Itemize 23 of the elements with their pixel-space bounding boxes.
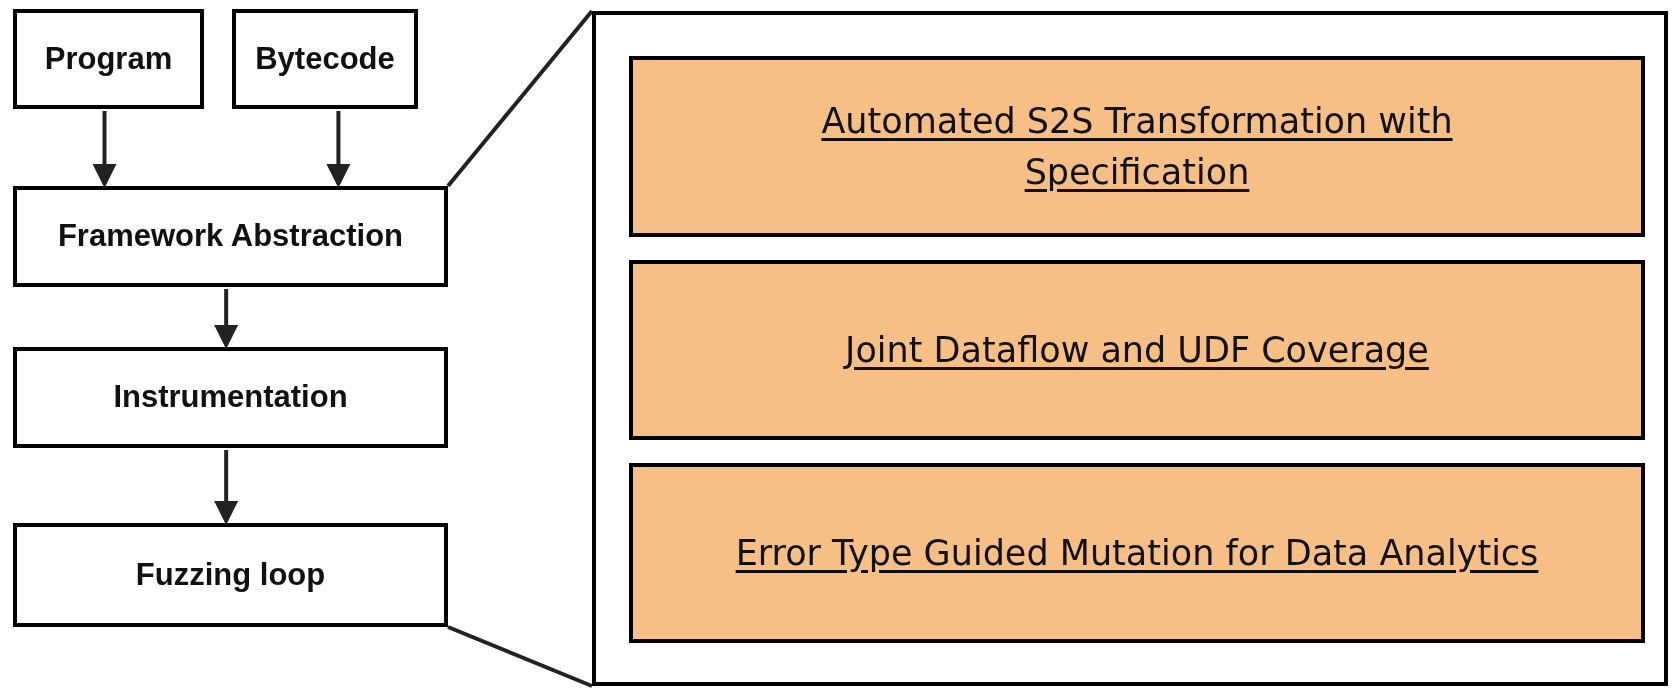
feature-box — [629, 56, 1645, 237]
process-box — [13, 347, 448, 448]
feature-label: Automated S2S Transformation with Specification — [820, 99, 1454, 194]
process-label: Instrumentation — [113, 378, 348, 417]
feature-label: Joint Dataflow and UDF Coverage — [842, 328, 1430, 372]
arrow — [214, 289, 239, 349]
feature-box — [629, 463, 1645, 643]
process-box — [13, 9, 204, 109]
feature-label: Error Type Guided Mutation for Data Analytics — [734, 531, 1540, 575]
arrow — [92, 111, 117, 188]
zoom-line — [446, 9, 594, 188]
process-label: Program — [44, 39, 173, 78]
process-label: Fuzzing loop — [135, 555, 326, 594]
process-box — [13, 186, 448, 287]
arrow — [214, 450, 239, 525]
process-label: Framework Abstraction — [57, 217, 404, 256]
container-box — [592, 11, 1668, 686]
process-label: Bytecode — [255, 39, 395, 78]
arrow — [326, 111, 351, 188]
feature-box — [629, 260, 1645, 440]
zoom-line — [447, 625, 593, 688]
process-box — [13, 523, 448, 627]
process-box — [232, 9, 418, 109]
